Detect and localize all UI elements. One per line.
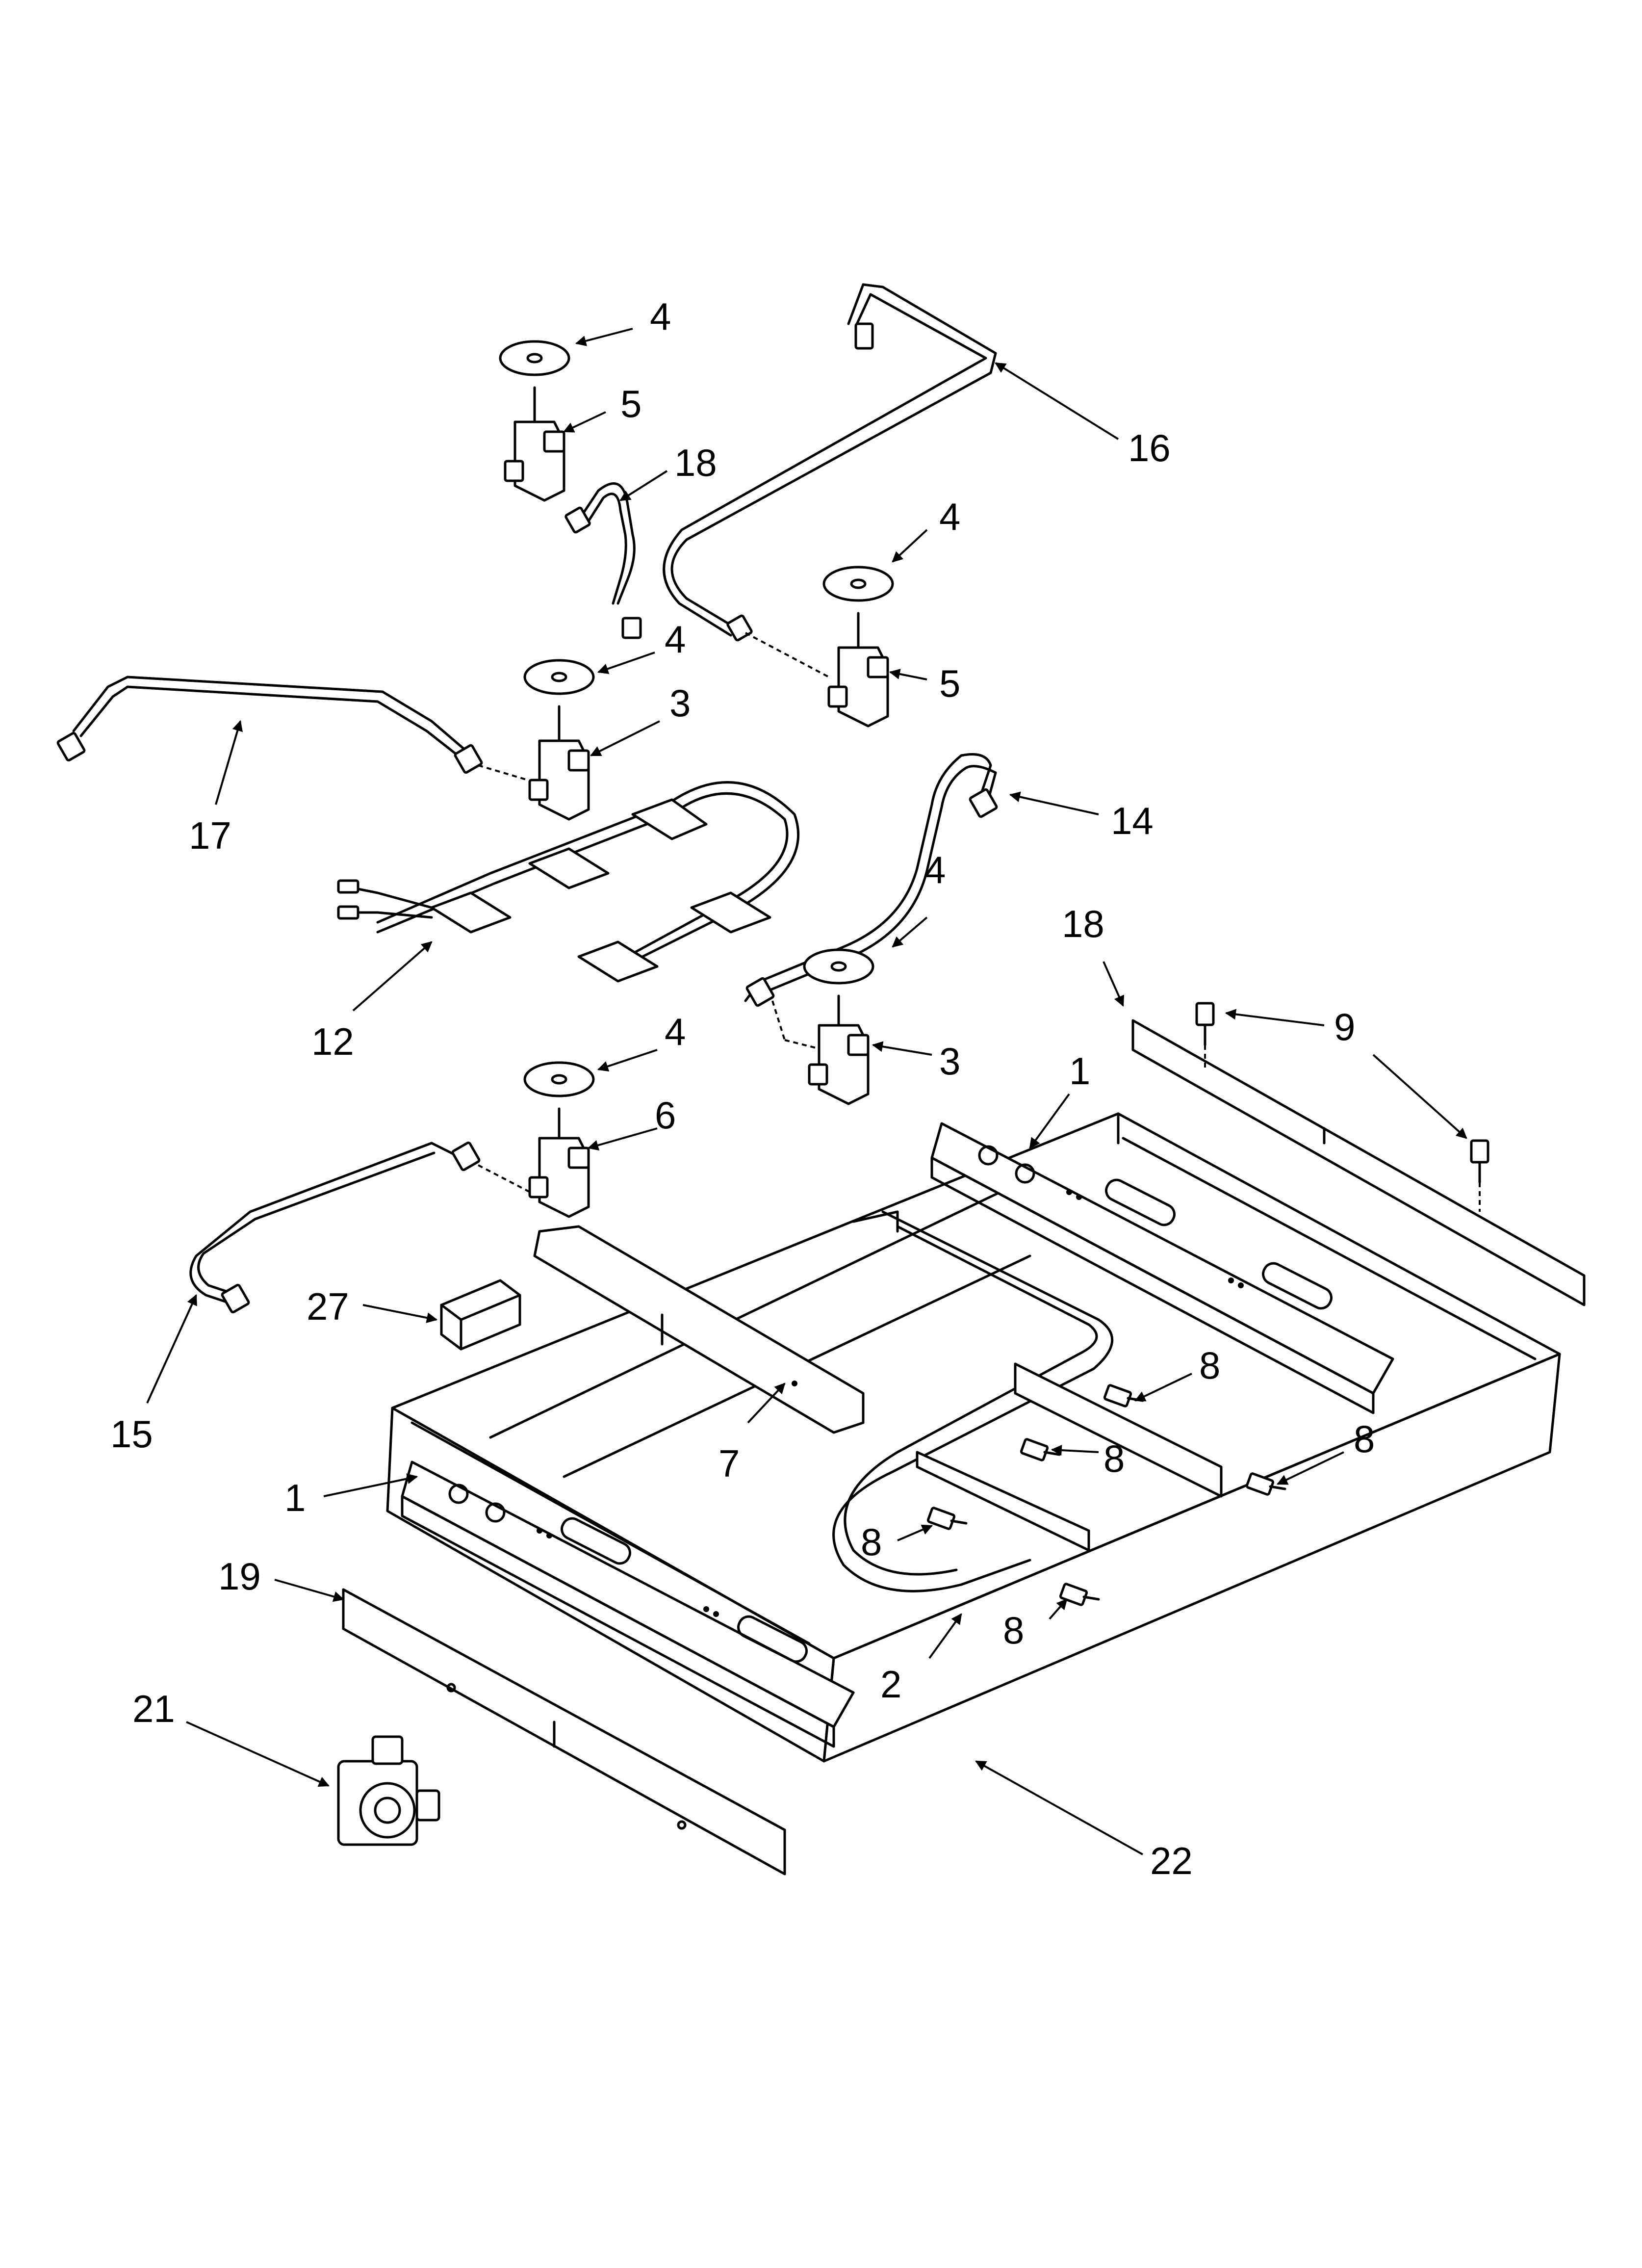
callout-3a: 3 — [669, 681, 691, 725]
callout-14: 14 — [1111, 799, 1154, 842]
callout-4a: 4 — [650, 295, 671, 338]
callout-4c: 4 — [665, 618, 686, 661]
screw-8d — [926, 1507, 968, 1530]
callout-4e: 4 — [665, 1010, 686, 1053]
callout-5a: 5 — [620, 382, 641, 425]
callout-22: 22 — [1150, 1839, 1193, 1882]
gas-tube-18 — [564, 482, 642, 639]
callout-9: 9 — [1334, 1005, 1355, 1048]
callout-3b: 3 — [939, 1040, 960, 1083]
callout-4d: 4 — [924, 848, 946, 891]
screw-8e — [1059, 1583, 1100, 1606]
rear-panel — [1131, 1019, 1586, 1306]
screw-8c — [1245, 1472, 1286, 1496]
callout-27: 27 — [307, 1285, 349, 1328]
valve-group-mid-left — [523, 659, 595, 821]
cross-rail — [533, 1225, 865, 1434]
callout-18b: 18 — [1062, 902, 1104, 945]
gas-tube-16 — [663, 283, 997, 678]
callout-12: 12 — [311, 1020, 354, 1063]
callout-8b: 8 — [1103, 1437, 1125, 1480]
valve-group-lower-left — [523, 1061, 595, 1218]
callout-16: 16 — [1128, 426, 1171, 469]
callout-labels: 4 5 18 16 4 5 4 3 17 14 4 3 12 18 9 1 4 … — [110, 295, 1375, 1882]
callout-1b: 1 — [284, 1476, 306, 1519]
callout-5b: 5 — [939, 662, 960, 705]
valve-group-top-left — [499, 340, 570, 502]
callout-2: 2 — [880, 1663, 901, 1706]
screw-9b — [1470, 1139, 1489, 1212]
callout-21: 21 — [132, 1687, 175, 1730]
gas-tube-14 — [744, 753, 998, 1051]
callout-7: 7 — [718, 1442, 740, 1485]
callout-15: 15 — [110, 1412, 153, 1456]
ignitor-harness — [337, 781, 800, 983]
spark-module — [440, 1279, 521, 1351]
callout-18a: 18 — [674, 441, 717, 484]
gas-tube-15 — [189, 1141, 540, 1314]
burner-bracket-left — [401, 1460, 855, 1748]
burner-bracket-right — [930, 1122, 1394, 1414]
callout-8a: 8 — [1199, 1344, 1220, 1387]
valve-group-mid-right — [803, 948, 874, 1105]
callout-4b: 4 — [939, 495, 960, 538]
callout-6: 6 — [655, 1094, 676, 1137]
callout-17: 17 — [189, 814, 231, 857]
callout-1a: 1 — [1069, 1049, 1090, 1093]
callout-19: 19 — [218, 1555, 261, 1598]
callout-8e: 8 — [1003, 1609, 1024, 1652]
rear-screws — [1195, 1002, 1489, 1212]
valve-group-top-right — [822, 566, 894, 728]
pressure-regulator — [337, 1735, 440, 1846]
front-panel — [342, 1588, 786, 1876]
screw-8a — [1103, 1384, 1144, 1408]
leader-lines — [146, 328, 1467, 1855]
callout-8d: 8 — [861, 1520, 882, 1564]
u-bracket — [832, 1210, 1223, 1592]
gas-tube-17 — [56, 676, 545, 786]
callout-8c: 8 — [1354, 1417, 1375, 1460]
screw-9a — [1195, 1002, 1215, 1069]
